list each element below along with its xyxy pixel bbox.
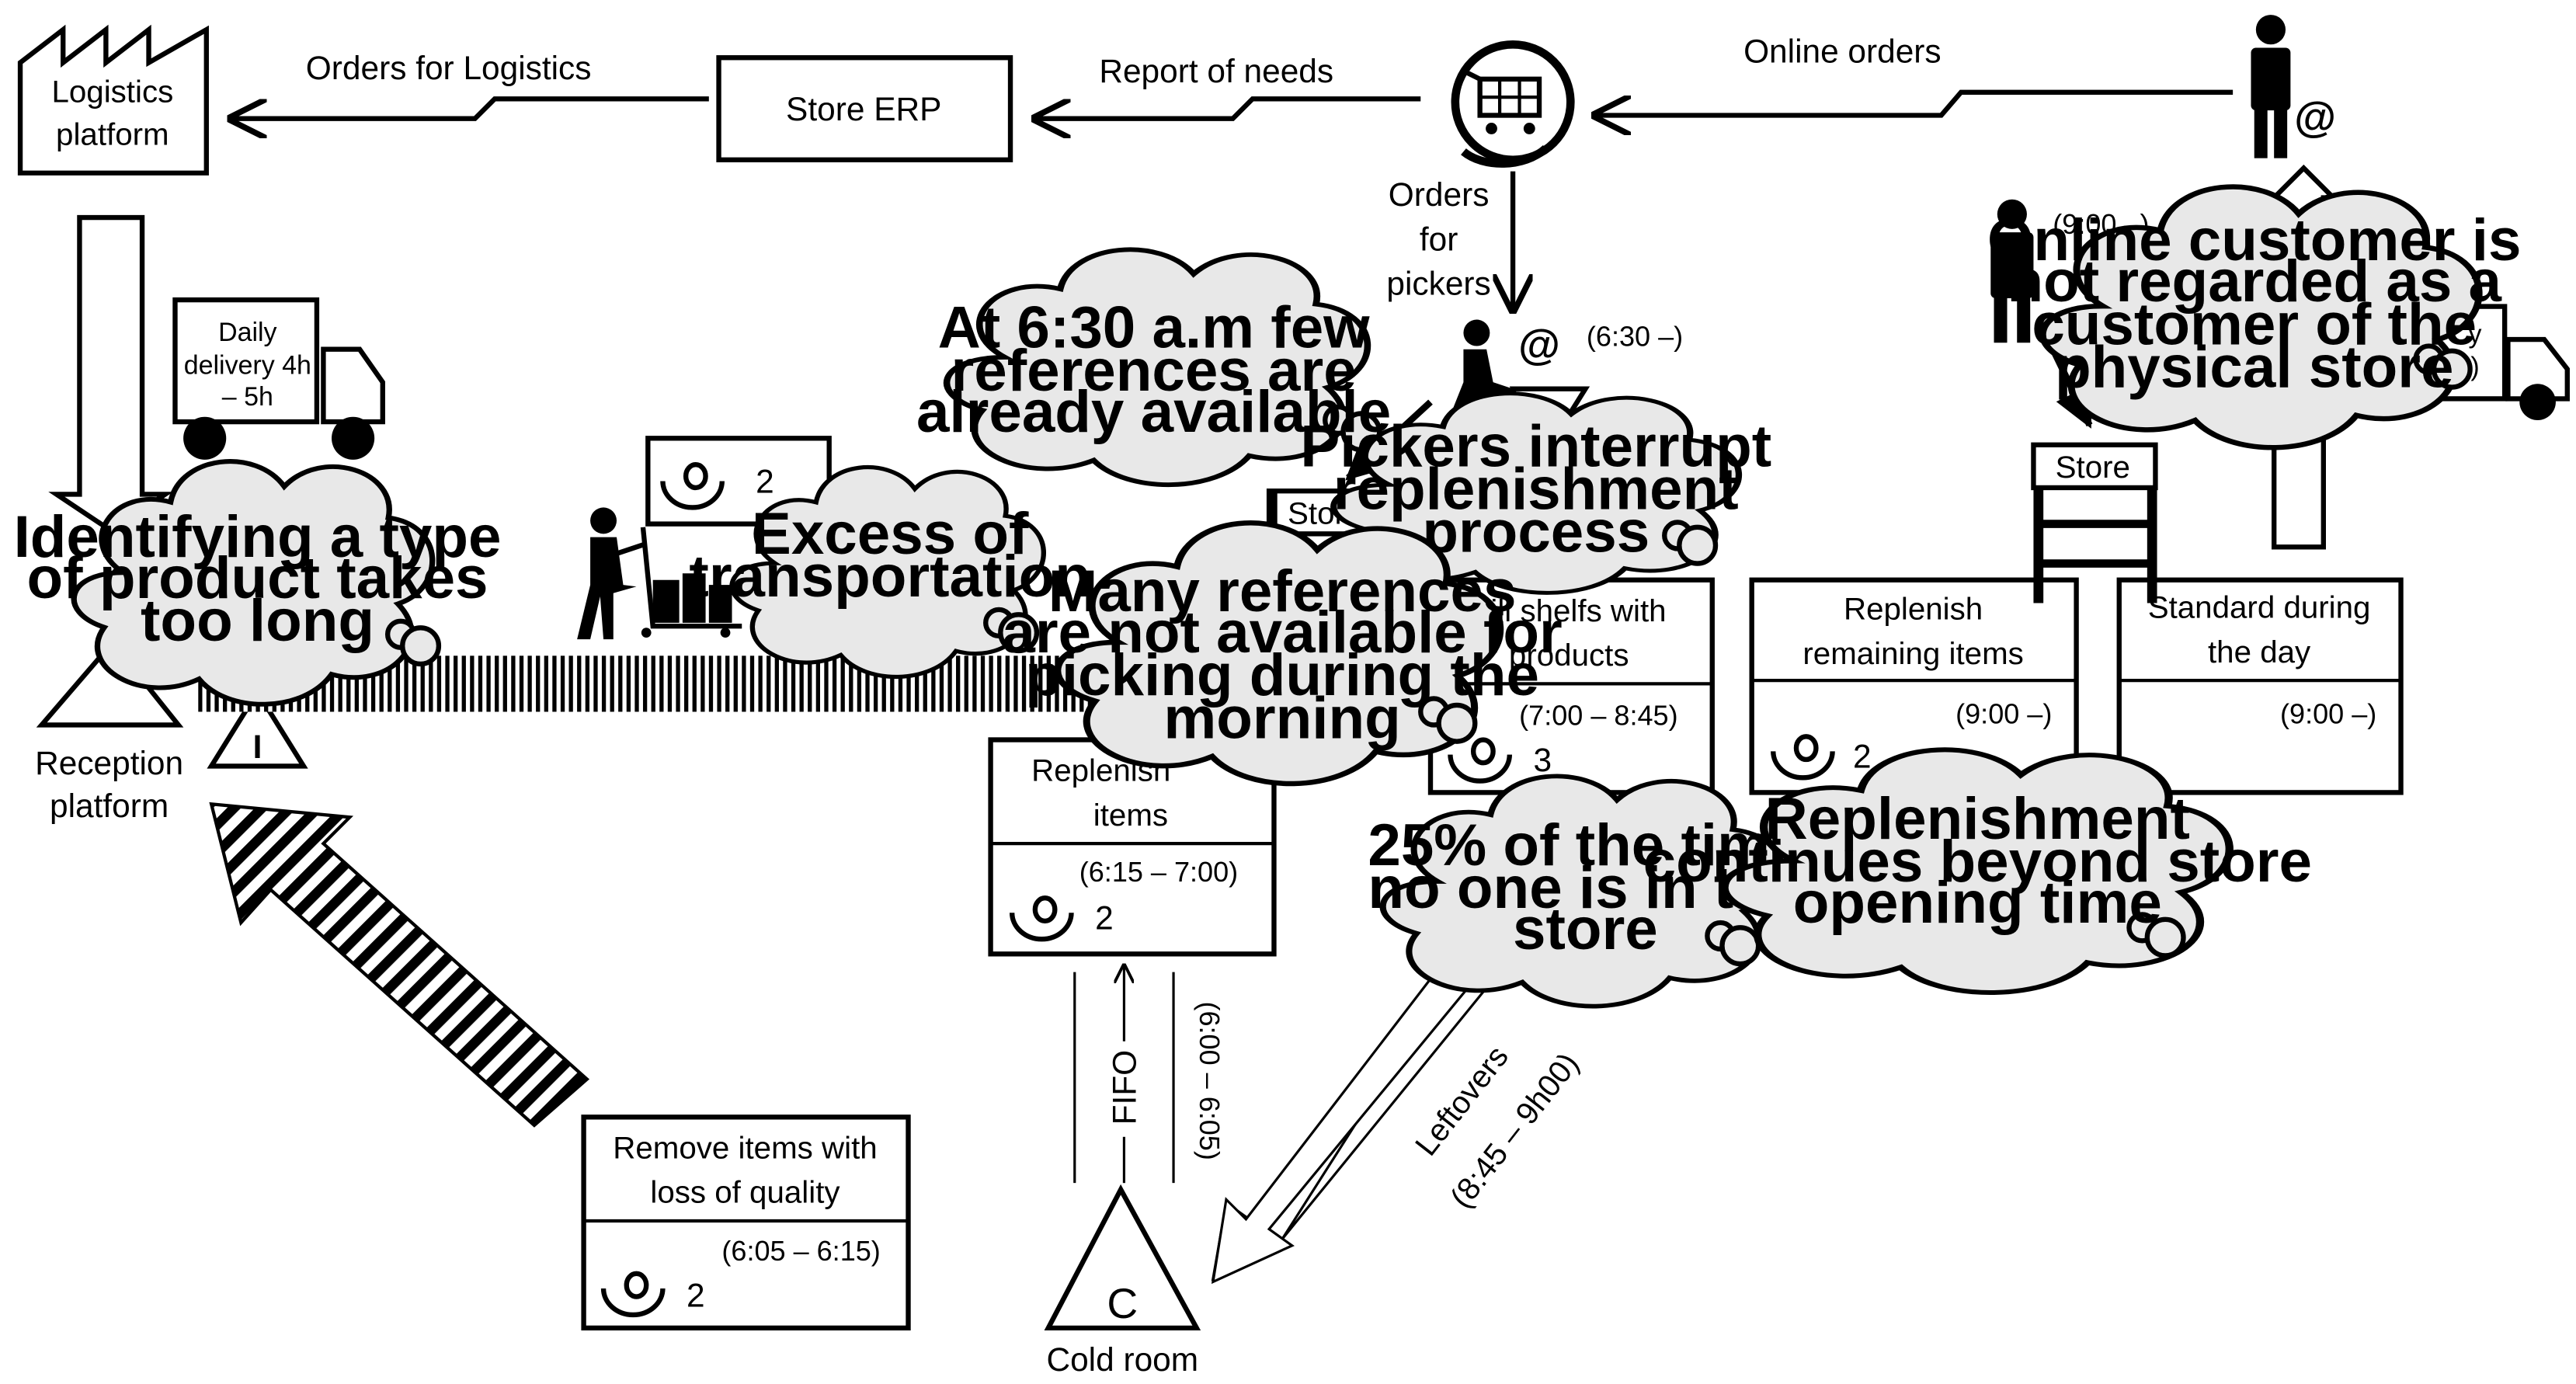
svg-text:@: @ (2294, 93, 2336, 141)
delivery-right-label-2: ) (2470, 353, 2479, 382)
online-orders-flow: Online orders (1595, 33, 2234, 116)
issue-few-references-line3: already available (916, 379, 1391, 445)
operator-icon (577, 507, 742, 640)
quality-return-arrow (209, 802, 590, 1128)
process-standard-day-line2: the day (2208, 635, 2311, 669)
issue-online-customer-line2: not regarded as a (2007, 249, 2501, 315)
issue-online-customer-line3: customer of the (2032, 291, 2477, 357)
svg-text:I: I (253, 729, 262, 765)
store-2-label: Store (2056, 450, 2130, 485)
daily-delivery-label-3: – 5h (222, 382, 273, 412)
issue-online-customer-line1: Online customer is (1987, 207, 2521, 273)
fifo-label: FIFO (1106, 1050, 1142, 1125)
svg-text:@: @ (1518, 320, 1560, 368)
process-standard-day: Standard during the day (9:00 –) (2116, 577, 2404, 795)
issue-many-references-line4: morning (1163, 685, 1400, 751)
fifo-lane: FIFO (6:00 – 6:05) (1073, 965, 1225, 1184)
reception-platform-label-1: Reception (35, 745, 183, 781)
lightning-icon (1035, 96, 1421, 118)
lightning-icon (231, 96, 709, 118)
process-remove-items-line1: Remove items with (613, 1130, 877, 1165)
report-of-needs-label: Report of needs (1099, 53, 1333, 89)
issue-excess-transport-line1: Excess of (752, 501, 1029, 567)
process-replenish-remaining-time: (9:00 –) (1955, 697, 2052, 729)
issue-no-one-store-line1: 25% of the time (1368, 812, 1803, 878)
delivery-right-label-1: y (2469, 319, 2482, 349)
process-fill-shelfs-line2: products (1509, 638, 1629, 673)
walk-in-customer-icon: (9:00 –) (1990, 199, 2150, 343)
store-erp: Store ERP (716, 55, 1013, 162)
reception-platform: I Reception platform (35, 638, 308, 824)
store-erp-label: Store ERP (786, 91, 941, 127)
orders-for-logistics-label: Orders for Logistics (306, 50, 592, 86)
orders-for-pickers-label-2: for (1420, 221, 1458, 257)
orders-for-pickers-label-3: pickers (1386, 266, 1490, 302)
issue-identify-product-line3: too long (141, 588, 374, 654)
cold-room-letter: C (1107, 1279, 1138, 1327)
process-remove-items-time: (6:05 – 6:15) (721, 1235, 880, 1267)
issue-pickers-interrupt-line2: replenishment (1333, 457, 1739, 523)
report-of-needs-flow: Report of needs (1035, 53, 1421, 119)
process-replenish-remaining-line2: remaining items (1803, 636, 2023, 671)
cold-room-label: Cold room (1046, 1341, 1198, 1378)
process-standard-day-line1: Standard during (2148, 590, 2371, 625)
process-replenish-items-time: (6:15 – 7:00) (1079, 856, 1238, 888)
issue-few-references-line1: At 6:30 a.m few (938, 295, 1371, 361)
process-fill-shelfs-time: (7:00 – 8:45) (1519, 699, 1677, 731)
process-replenish-remaining-line1: Replenish (1844, 592, 1983, 627)
issue-few-references-line2: references are (951, 338, 1357, 404)
delivery-truck-icon: Daily delivery 4h – 5h (172, 297, 385, 460)
process-remove-items-line2: loss of quality (650, 1175, 840, 1210)
online-orders-label: Online orders (1743, 33, 1942, 70)
issue-replenish-beyond-line2: continues beyond store (1643, 829, 2312, 895)
orders-for-logistics-flow: Orders for Logistics (231, 50, 709, 119)
pickers-time-label: (6:30 –) (1587, 321, 1683, 353)
orders-for-pickers-label-1: Orders (1389, 176, 1490, 213)
process-fill-shelfs-line1: Fill shelfs with (1472, 593, 1667, 628)
process-fill-shelfs-operators: 3 (1533, 742, 1552, 778)
issue-many-references-line3: picking during the (1025, 642, 1539, 708)
operator-count-icon (660, 481, 725, 510)
orders-for-pickers-flow: Orders for pickers (1386, 171, 1513, 310)
leftovers-arrow: Leftovers (8:45 – 9h00) (1211, 961, 1586, 1285)
issue-pickers-interrupt-line1: Pickers interrupt (1300, 413, 1771, 479)
issue-many-references-line1: Many references (1048, 558, 1517, 624)
online-customer-icon: @ (2251, 15, 2336, 158)
process-replenish-items: Replenish items (6:15 – 7:00) 2 (988, 737, 1277, 957)
lightning-icon (1595, 89, 2234, 116)
process-standard-day-time: (9:00 –) (2280, 697, 2376, 729)
issue-replenish-beyond-line1: Replenishment (1765, 786, 2190, 852)
shelf-icon (2033, 487, 2157, 603)
issue-no-one-store-line3: store (1513, 896, 1658, 962)
transport-operators-count: 2 (756, 463, 774, 499)
online-cart-icon (1451, 40, 1575, 168)
issue-identify-product-line1: Identifying a type (14, 504, 502, 570)
issue-replenish-beyond-line3: opening time (1793, 870, 2162, 936)
fifo-time-label: (6:00 – 6:05) (1194, 1001, 1225, 1160)
issue-excess-transport-line2: transportation (689, 544, 1091, 610)
daily-delivery-label-1: Daily (218, 318, 276, 347)
issue-pickers-interrupt-line3: process (1422, 499, 1650, 565)
factory-icon (17, 24, 209, 176)
reception-platform-label-2: platform (50, 788, 169, 824)
delivery-push-arrow (48, 214, 174, 534)
transport-operator-box: 2 (645, 436, 832, 527)
cold-room: C Cold room (1044, 1184, 1201, 1378)
issue-many-references-line2: are not available for (1002, 600, 1562, 666)
process-remove-items: Remove items with loss of quality (6:05 … (581, 1115, 911, 1331)
process-remove-items-operators: 2 (687, 1277, 705, 1313)
process-replenish-items-operators: 2 (1095, 899, 1114, 936)
store-shelf-2: Store (2031, 442, 2158, 603)
issue-identify-product-line2: of product takes (27, 545, 488, 611)
process-replenish-items-line2: items (1093, 798, 1168, 833)
issue-online-customer-line4: physical store (2055, 335, 2454, 401)
daily-delivery-label-2: delivery 4h (184, 351, 311, 381)
process-replenish-remaining-operators: 2 (1853, 739, 1872, 775)
